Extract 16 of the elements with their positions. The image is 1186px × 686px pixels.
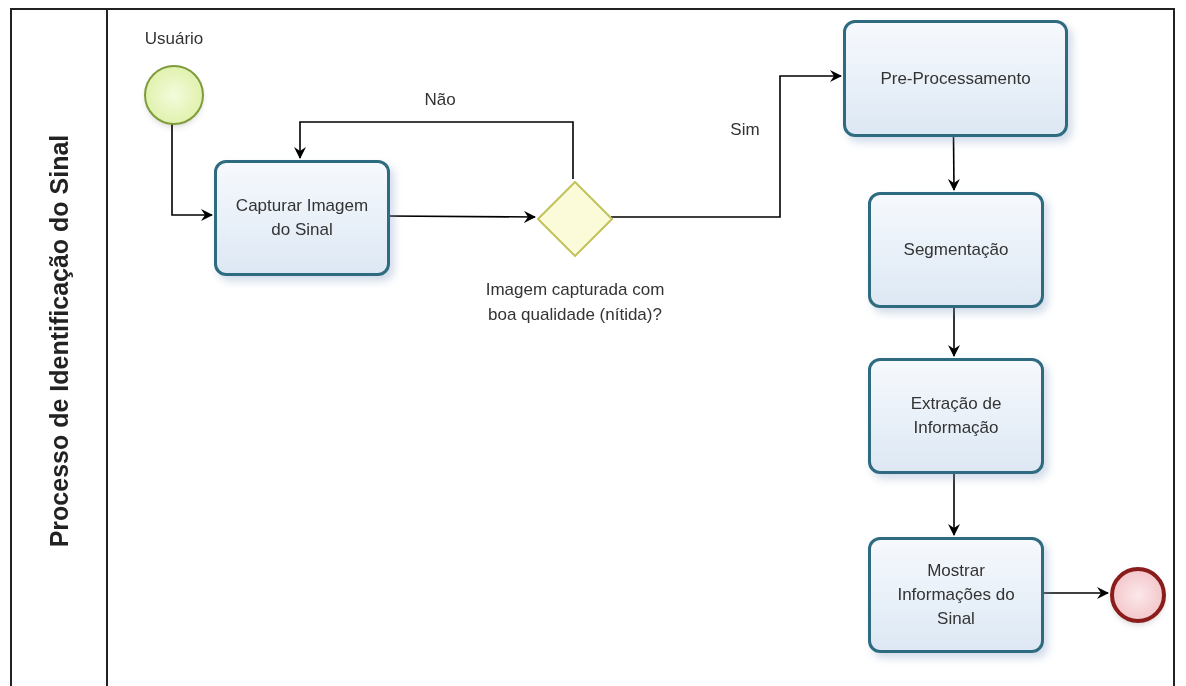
task-box <box>868 358 1044 474</box>
task-box <box>214 160 390 276</box>
task-box <box>868 192 1044 308</box>
pool-title: Processo de Identificação do Sinal <box>44 134 75 548</box>
task-box <box>868 537 1044 653</box>
task-label: Segmentação <box>903 239 1009 261</box>
pool <box>10 8 1175 686</box>
task-label: Extração de Informação <box>909 393 1003 439</box>
task-label: Mostrar Informações do Sinal <box>896 560 1016 630</box>
arrow <box>610 70 842 218</box>
event-label: Usuário <box>144 28 204 50</box>
task-label: Capturar Imagem do Sinal <box>234 195 370 241</box>
gateway-label: Imagem capturada com boa qualidade (nítida)? <box>484 279 666 326</box>
arrow <box>294 121 574 180</box>
task-label: Pre-Processamento <box>880 67 1031 90</box>
task-box <box>843 20 1068 137</box>
